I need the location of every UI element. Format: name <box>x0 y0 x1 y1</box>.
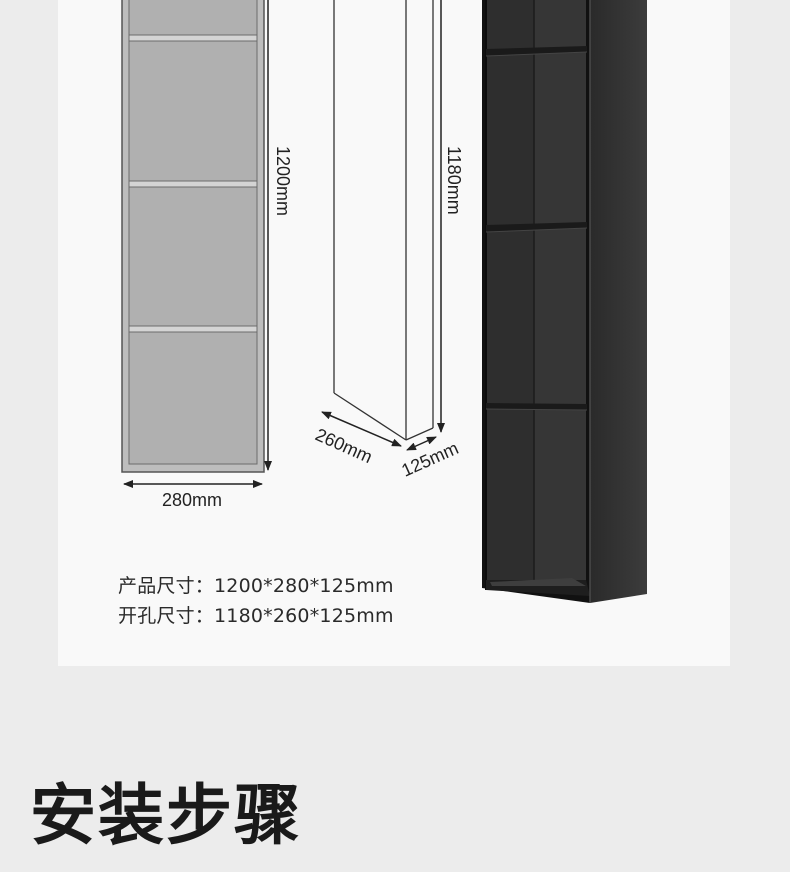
section-title: 安装步骤 <box>30 777 302 854</box>
cutout-depth-label: 125mm <box>398 438 461 481</box>
front-view-niche <box>121 0 265 473</box>
black-niche-3d <box>482 0 647 603</box>
niche-shelf <box>485 46 588 57</box>
front-view-shelf <box>128 325 258 333</box>
niche-shelf <box>485 403 588 411</box>
cutout-width-dimension-line <box>321 411 402 447</box>
cutout-depth-dimension-line <box>406 436 437 451</box>
cutout-outline <box>333 0 434 441</box>
front-height-label: 1200mm <box>273 146 293 216</box>
front-view-shelf <box>128 34 258 42</box>
hole-size-spec: 开孔尺寸：1180*260*125mm <box>118 605 394 627</box>
product-size-spec: 产品尺寸：1200*280*125mm <box>118 575 394 597</box>
niche-shelf <box>485 222 588 233</box>
front-width-label: 280mm <box>162 490 222 510</box>
niche-bottom <box>486 578 590 596</box>
cutout-height-label: 1180mm <box>444 146 464 215</box>
front-view-shelf <box>128 180 258 188</box>
